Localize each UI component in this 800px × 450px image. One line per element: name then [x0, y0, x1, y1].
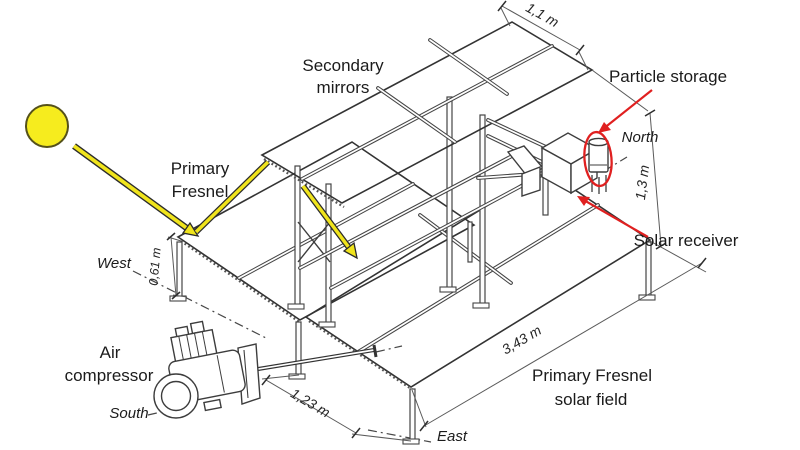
particle-storage-arrow	[598, 89, 653, 133]
primary-fresnel-label-line1: Primary	[171, 159, 230, 178]
air-compressor-label-line1: Air	[100, 343, 121, 362]
dimension-label-1-23m: 1,23 m	[288, 385, 333, 421]
solar-receiver-label: Solar receiver	[634, 231, 739, 250]
table-posts	[169, 172, 656, 445]
compass-east-label: East	[437, 428, 468, 445]
air-compressor-label-line2: compressor	[65, 366, 154, 385]
primary-field-label-line2: solar field	[555, 390, 628, 409]
dimension-label-1-1m: 1,1 m	[523, 0, 562, 30]
red-annotations	[577, 89, 653, 238]
dimension-primary-height: 0,61 m	[146, 232, 188, 300]
dimension-label-3-43m: 3,43 m	[499, 322, 544, 358]
dimension-row-width: 1,23 m	[261, 374, 412, 442]
primary-fresnel-label-line2: Fresnel	[172, 182, 229, 201]
dimension-label-0-61m: 0,61 m	[146, 247, 163, 286]
dimension-label-1-3m: 1,3 m	[632, 164, 652, 201]
dimension-receiver-height: 1,3 m	[591, 69, 707, 273]
sun-ray-incident	[72, 143, 200, 237]
particle-storage-label: Particle storage	[609, 67, 727, 86]
solar-receiver-arrow	[577, 196, 649, 238]
sun-and-rays	[25, 104, 358, 260]
secondary-mirrors-label-line1: Secondary	[302, 56, 384, 75]
sun-ray-to-receiver	[300, 184, 358, 260]
compass-west-label: West	[97, 255, 132, 272]
compass-south-label: South	[109, 405, 148, 422]
west-east-centerline	[132, 270, 432, 443]
secondary-mirrors-label-line2: mirrors	[317, 78, 370, 97]
compass-north-label: North	[622, 129, 659, 146]
primary-field-label-line1: Primary Fresnel	[532, 366, 652, 385]
sun-icon	[25, 104, 69, 148]
sun-ray-reflected-up	[193, 159, 271, 235]
primary-mirror-table-east	[304, 169, 652, 391]
secondary-mirror-roof	[260, 21, 594, 209]
secondary-support-frame	[287, 96, 542, 328]
particle-storage-highlight-ellipse	[583, 130, 613, 188]
air-compressor-drawing	[153, 320, 378, 419]
